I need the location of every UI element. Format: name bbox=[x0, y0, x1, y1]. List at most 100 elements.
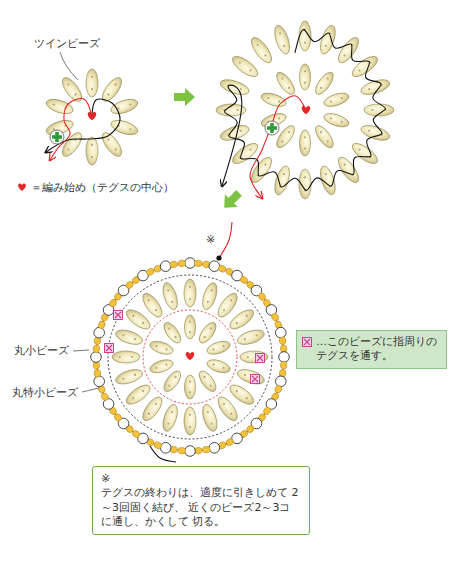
bead-hole bbox=[267, 97, 270, 100]
bead-hole bbox=[230, 299, 233, 302]
twin-bead bbox=[215, 394, 241, 424]
bead-body bbox=[312, 123, 336, 151]
bead-hole bbox=[189, 426, 191, 428]
bead-hole bbox=[52, 103, 55, 106]
bead-hole bbox=[91, 156, 93, 158]
twin-bead bbox=[274, 70, 298, 98]
bead-hole bbox=[154, 309, 157, 312]
twin-bead bbox=[160, 281, 180, 311]
bead-hole bbox=[209, 327, 212, 330]
bead-hole bbox=[142, 321, 145, 324]
twin-bead bbox=[123, 382, 153, 408]
bead-hole bbox=[326, 140, 329, 143]
bead-hole bbox=[212, 363, 215, 366]
twin-bead bbox=[322, 111, 350, 129]
bead-hole bbox=[189, 298, 191, 300]
bead-hole bbox=[189, 321, 191, 323]
twin-bead bbox=[200, 403, 220, 433]
twin-bead bbox=[300, 130, 311, 156]
part-name: 丸小ビーズ bbox=[14, 344, 69, 357]
thread-ring bbox=[108, 275, 272, 439]
bead-hole bbox=[304, 82, 306, 84]
bead-hole bbox=[107, 138, 110, 141]
round-extra-small-bead bbox=[93, 345, 100, 353]
round-extra-small-bead bbox=[217, 264, 226, 273]
twin-bead bbox=[205, 357, 231, 375]
thread-end bbox=[150, 446, 176, 462]
bead-hole bbox=[283, 45, 286, 48]
start-heart bbox=[88, 112, 97, 120]
bead-hole bbox=[174, 335, 177, 338]
bead-hole bbox=[132, 397, 135, 400]
bead-hole bbox=[287, 131, 290, 134]
thread bbox=[50, 98, 92, 160]
part-name: ツインビーズ bbox=[34, 37, 100, 50]
bead-hole bbox=[168, 384, 171, 387]
twin-bead bbox=[229, 53, 260, 80]
bead-body bbox=[59, 75, 85, 105]
bead-hole bbox=[189, 331, 191, 333]
bead-body bbox=[272, 24, 293, 56]
part-name: 丸特小ビーズ bbox=[12, 386, 78, 399]
round-extra-small-bead bbox=[94, 369, 102, 378]
bead-hole bbox=[222, 367, 225, 370]
bead-body bbox=[139, 290, 165, 320]
bead-hole bbox=[91, 144, 93, 146]
bead-hole bbox=[189, 381, 191, 383]
bead-hole bbox=[210, 422, 213, 425]
bead-hole bbox=[210, 289, 213, 292]
bead-hole bbox=[131, 356, 133, 358]
bead-hole bbox=[368, 129, 371, 132]
twin-bead bbox=[59, 75, 85, 105]
bead-body bbox=[114, 367, 144, 387]
bead-body bbox=[359, 123, 391, 144]
twin-bead bbox=[160, 403, 180, 433]
bead-hole bbox=[203, 335, 206, 338]
bead-hole bbox=[129, 128, 132, 131]
finger-thread-mark-sample bbox=[301, 336, 313, 348]
bead-hole bbox=[245, 314, 248, 317]
round-small-bead bbox=[275, 376, 286, 387]
twin-bead bbox=[109, 96, 139, 116]
twin-bead bbox=[114, 327, 144, 347]
twin-bead bbox=[312, 70, 336, 98]
thread-end bbox=[219, 222, 232, 258]
bead-hole bbox=[319, 86, 322, 89]
bead-hole bbox=[114, 148, 117, 151]
twin-bead bbox=[260, 91, 288, 109]
bead-body bbox=[322, 91, 350, 109]
bead-body bbox=[185, 315, 196, 339]
bead-body bbox=[200, 403, 220, 433]
bead-hole bbox=[122, 377, 125, 380]
bead-hole bbox=[255, 334, 258, 337]
bead-hole bbox=[189, 414, 191, 416]
twin-bead bbox=[236, 327, 266, 347]
start-heart bbox=[302, 106, 311, 114]
bead-hole bbox=[238, 61, 241, 64]
twin-bead bbox=[335, 154, 362, 185]
bead-body bbox=[335, 154, 362, 185]
round-small-bead bbox=[185, 258, 196, 269]
twin-bead bbox=[184, 279, 196, 307]
bead-body bbox=[184, 279, 196, 307]
bead-body bbox=[196, 368, 219, 394]
bead-body bbox=[185, 375, 196, 399]
bead-hole bbox=[330, 100, 333, 103]
bead-hole bbox=[67, 83, 70, 86]
bead-hole bbox=[230, 412, 233, 415]
bead-body bbox=[205, 339, 231, 357]
twin-bead bbox=[185, 375, 196, 399]
twin-bead bbox=[318, 164, 339, 196]
twin-bead bbox=[248, 34, 275, 65]
bead-body bbox=[148, 339, 174, 357]
twin-bead bbox=[196, 368, 219, 394]
bead-hole bbox=[330, 117, 333, 120]
round-extra-small-bead bbox=[178, 260, 186, 267]
twin-bead bbox=[148, 357, 174, 375]
round-extra-small-bead bbox=[274, 384, 283, 393]
bead-body bbox=[205, 357, 231, 375]
bead-hole bbox=[319, 131, 322, 134]
bead-hole bbox=[264, 54, 267, 57]
bead-hole bbox=[244, 373, 247, 376]
bead-body bbox=[274, 70, 298, 98]
